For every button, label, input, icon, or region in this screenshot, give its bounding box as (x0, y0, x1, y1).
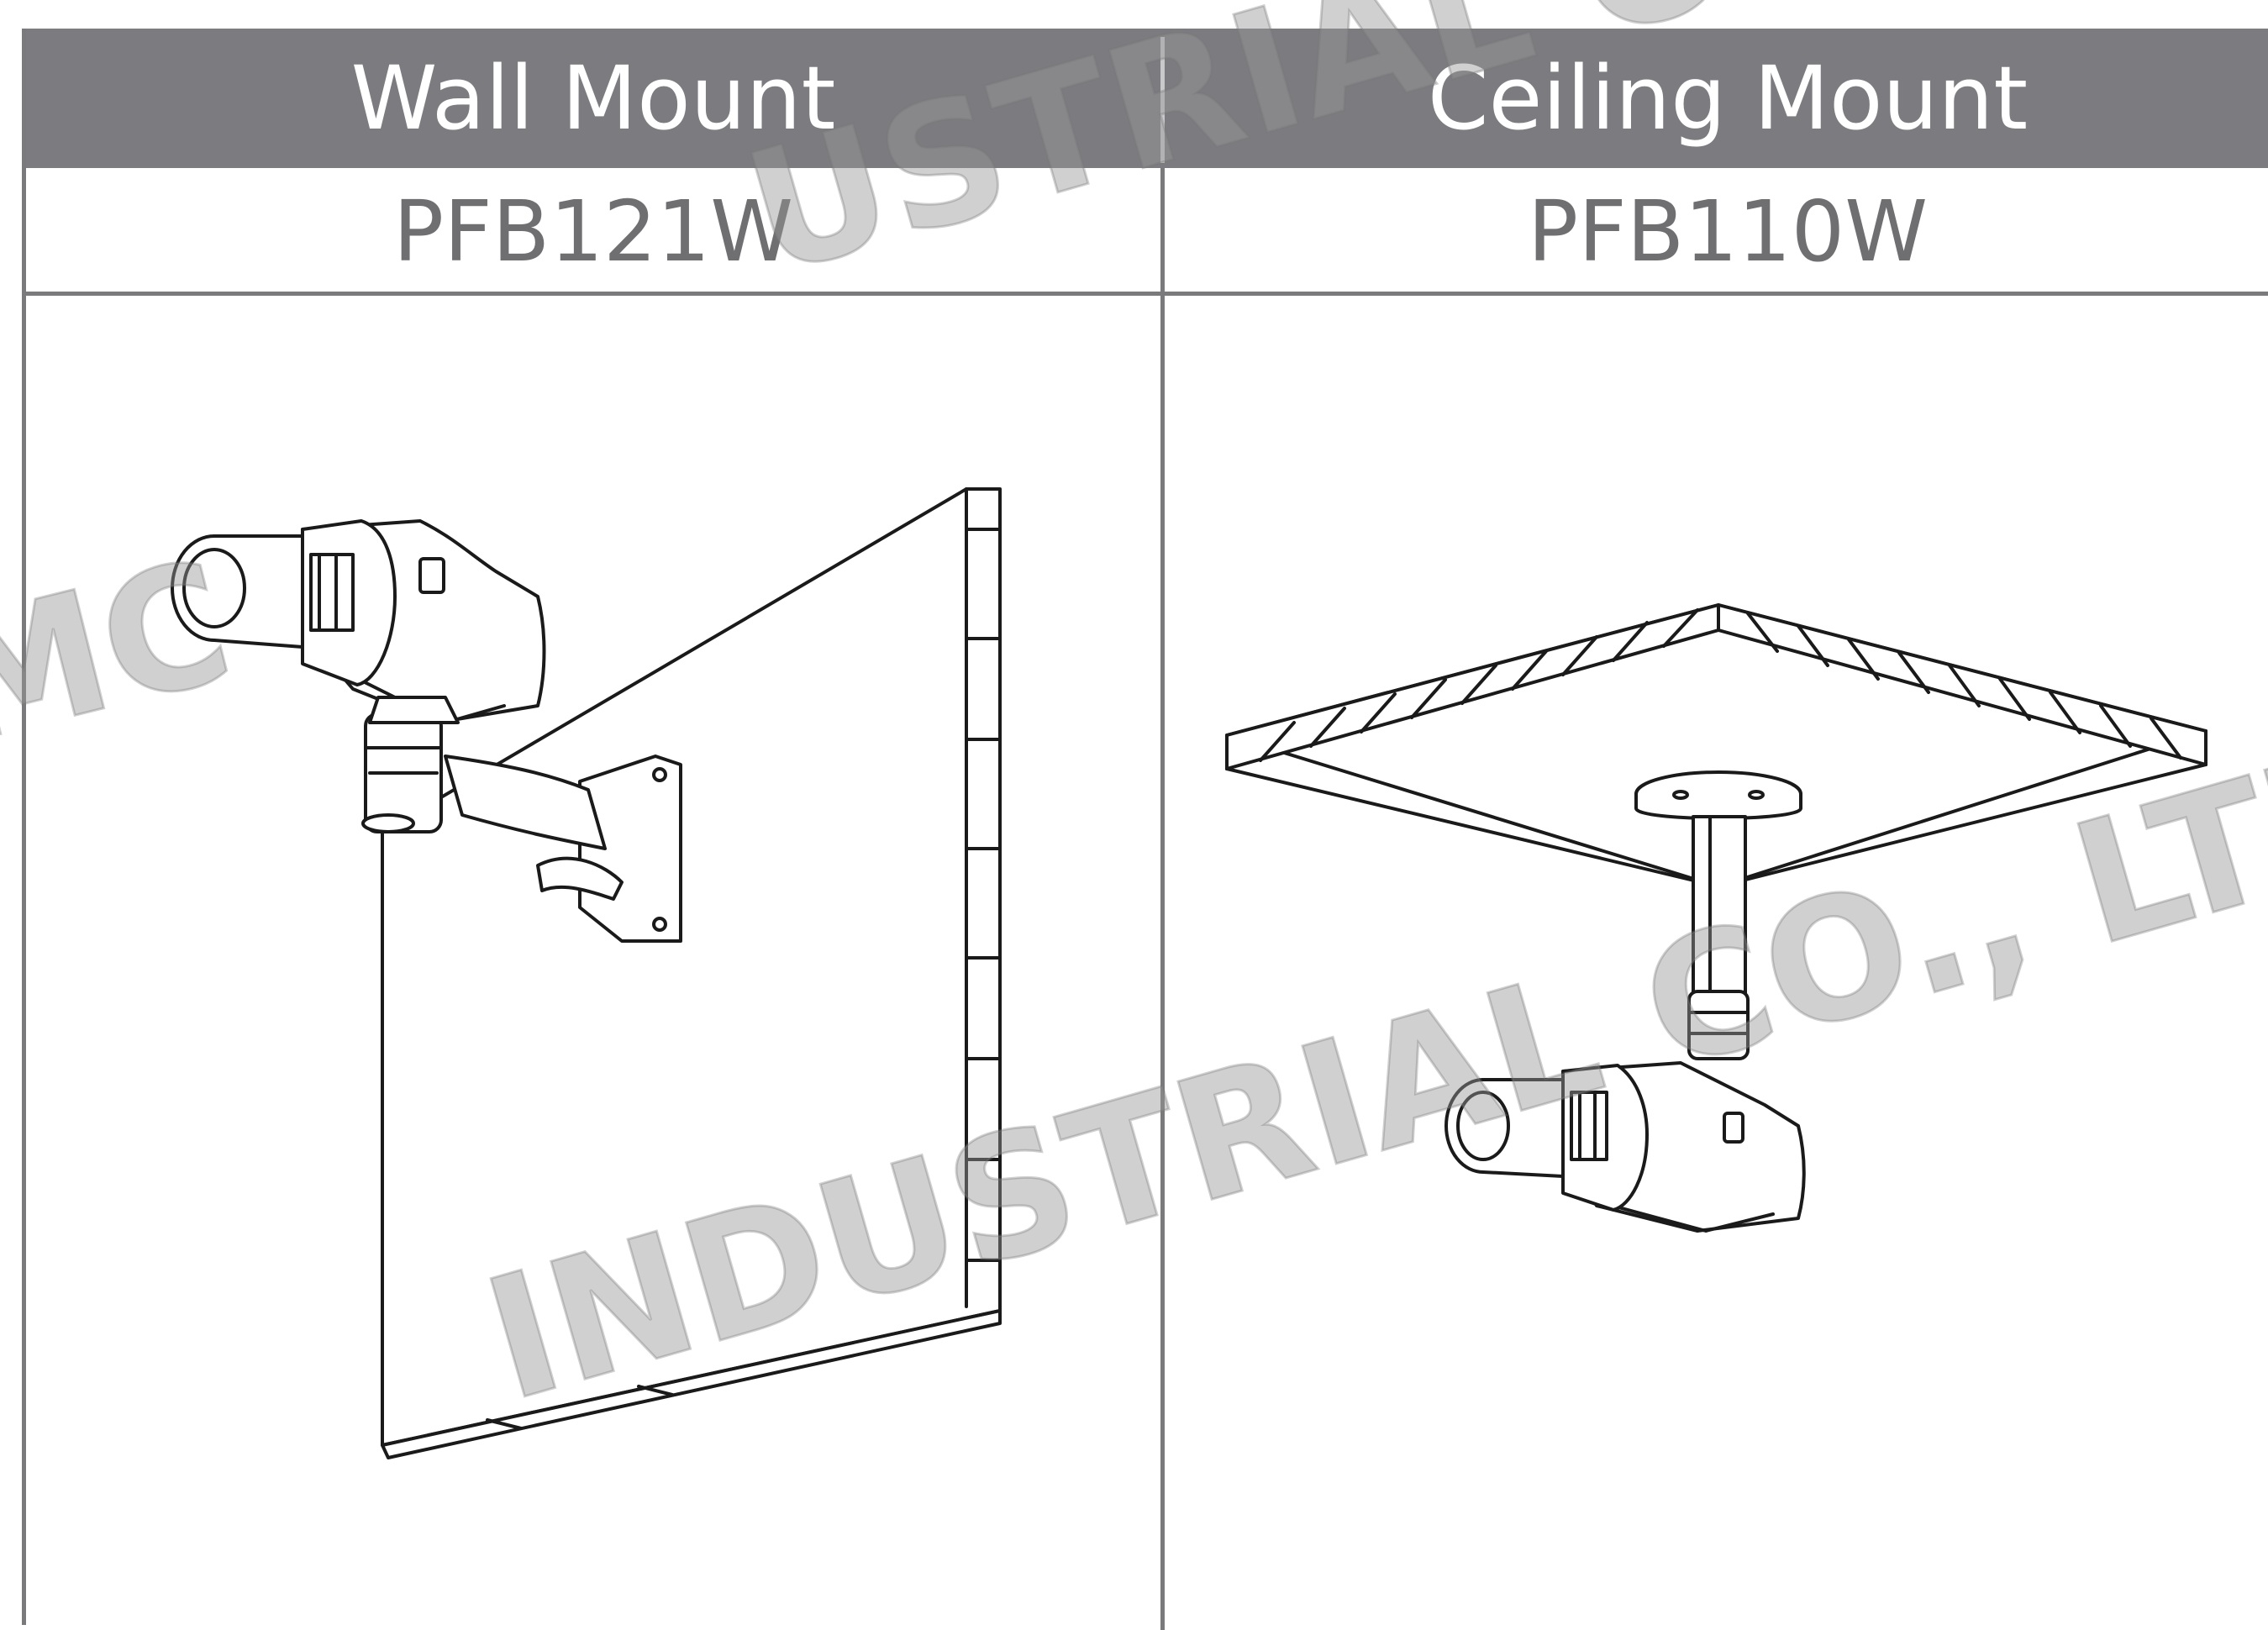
wall-mount-illustration (171, 487, 1002, 1459)
ceiling-mount-illustration (1225, 603, 2207, 1233)
header-ceiling-mount: Ceiling Mount (1427, 47, 2029, 150)
model-row: PFB121W PFB110W (26, 168, 2268, 296)
header-wall-mount: Wall Mount (350, 47, 836, 150)
header-divider (1160, 37, 1165, 163)
model-wall-mount: PFB121W (392, 181, 794, 281)
model-ceiling-mount: PFB110W (1527, 181, 1929, 281)
header-row: Wall Mount Ceiling Mount (26, 29, 2268, 168)
mount-table: Wall Mount Ceiling Mount PFB121W PFB110W (22, 29, 2268, 1630)
column-divider (1160, 168, 1165, 1630)
